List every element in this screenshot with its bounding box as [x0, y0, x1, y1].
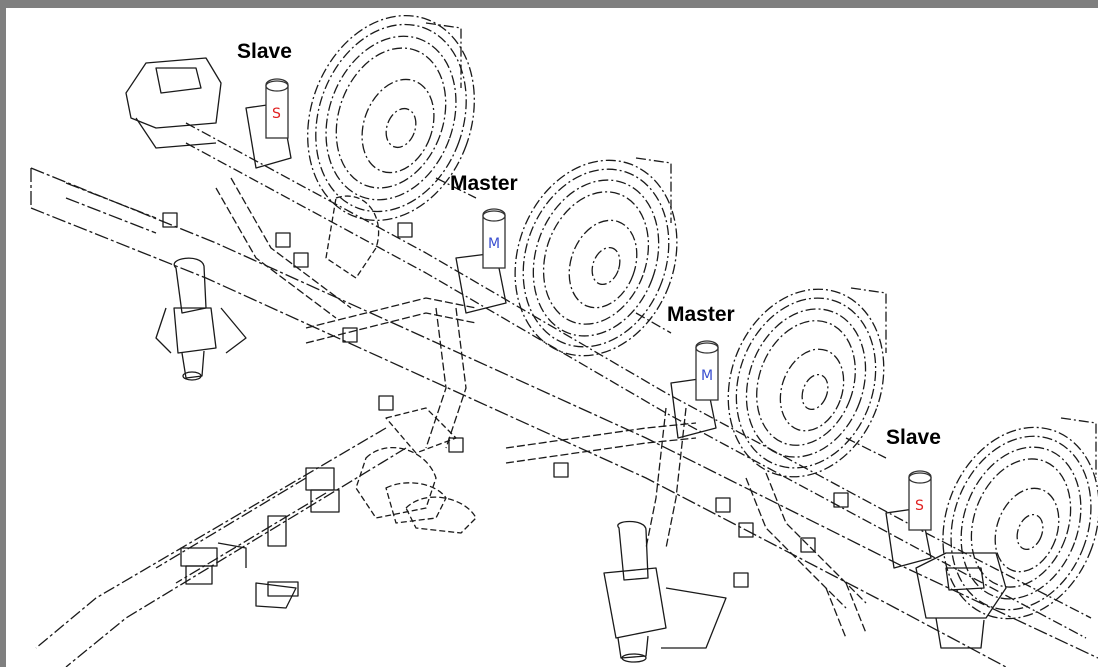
cylinder-slave-2-mark: S: [915, 498, 924, 514]
braces: [215, 177, 867, 639]
label-slave-1: Slave: [237, 40, 292, 63]
frame-line-drawing: S M M S: [30, 14, 1098, 667]
lower-right-bracket: [915, 552, 1007, 649]
cylinder-slave-1-mark: S: [272, 106, 281, 122]
diagram-frame: S M M S Slave Master Master Slave: [6, 8, 1098, 667]
cylinder-slave-1: [265, 78, 289, 139]
label-master-2: Master: [667, 303, 735, 326]
label-master-1: Master: [450, 172, 518, 195]
axle-bar: [185, 122, 1092, 639]
wheel-4: [942, 417, 1098, 620]
cylinder-master-1-mark: M: [488, 236, 500, 252]
cylinder-master-2-mark: M: [701, 368, 713, 384]
label-slave-2: Slave: [886, 426, 941, 449]
left-hitch-post: [155, 257, 247, 381]
lower-beam: [35, 427, 407, 667]
bolt-brackets: [162, 212, 849, 597]
wheel-3: [727, 287, 887, 478]
cylinder-master-2: [695, 340, 719, 401]
wheel-1: [307, 14, 477, 222]
cylinder-master-1: [482, 208, 506, 269]
cylinder-slave-2: [908, 470, 932, 531]
wheel-2: [514, 157, 678, 357]
main-beam: [30, 167, 1098, 667]
valve-block: [180, 467, 340, 609]
right-hitch-post: [603, 520, 727, 663]
upper-left-bracket: [125, 57, 222, 149]
